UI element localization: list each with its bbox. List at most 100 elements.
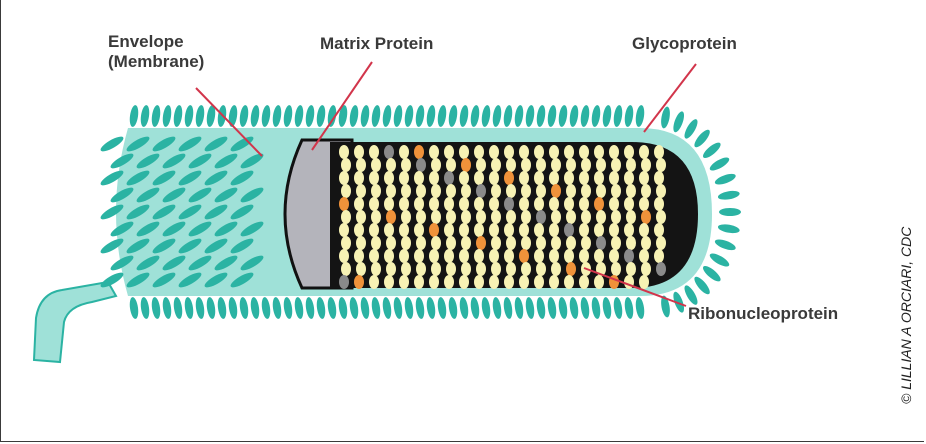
glycoprotein-spike — [701, 140, 723, 160]
glycoprotein-spike — [719, 208, 741, 216]
nucleoprotein-unit — [459, 197, 469, 211]
nucleoprotein-unit — [446, 236, 456, 250]
nucleoprotein-unit — [626, 158, 636, 172]
glycoprotein-spike — [558, 297, 569, 320]
nucleoprotein-unit — [596, 210, 606, 224]
nucleoprotein-unit — [594, 249, 604, 263]
nucleoprotein-unit — [641, 184, 651, 198]
nucleoprotein-unit — [384, 275, 394, 289]
nucleoprotein-unit — [386, 236, 396, 250]
nucleoprotein-unit — [639, 171, 649, 185]
nucleoprotein-unit — [506, 184, 516, 198]
nucleoprotein-unit — [639, 197, 649, 211]
nucleoprotein-unit — [414, 197, 424, 211]
ribonucleoprotein-label: Ribonucleoprotein — [688, 304, 838, 324]
nucleoprotein-unit — [504, 223, 514, 237]
nucleoprotein-unit — [459, 171, 469, 185]
glycoprotein-spike — [692, 275, 712, 297]
glycoprotein-spike — [514, 105, 525, 128]
nucleoprotein-unit — [624, 249, 634, 263]
nucleoprotein-unit — [504, 275, 514, 289]
nucleoprotein-unit — [401, 236, 411, 250]
nucleoprotein-unit — [401, 184, 411, 198]
nucleoprotein-unit — [536, 262, 546, 276]
glycoprotein-spike — [140, 297, 151, 320]
nucleoprotein-unit — [639, 275, 649, 289]
nucleoprotein-unit — [551, 236, 561, 250]
glycoprotein-spike — [195, 105, 206, 128]
nucleoprotein-unit — [564, 197, 574, 211]
nucleoprotein-unit — [461, 262, 471, 276]
nucleoprotein-unit — [654, 197, 664, 211]
nucleoprotein-unit — [474, 171, 484, 185]
nucleoprotein-unit — [534, 171, 544, 185]
nucleoprotein-unit — [399, 223, 409, 237]
nucleoprotein-unit — [444, 171, 454, 185]
glycoprotein-spike — [470, 297, 481, 320]
nucleoprotein-unit — [504, 197, 514, 211]
glycoprotein-spike — [547, 297, 558, 320]
nucleoprotein-unit — [534, 249, 544, 263]
glycoprotein-spike — [393, 297, 404, 320]
nucleoprotein-unit — [461, 210, 471, 224]
nucleoprotein-unit — [504, 249, 514, 263]
nucleoprotein-unit — [596, 184, 606, 198]
nucleoprotein-unit — [444, 223, 454, 237]
glycoprotein-spike — [714, 237, 737, 252]
nucleoprotein-unit — [564, 249, 574, 263]
nucleoprotein-unit — [399, 249, 409, 263]
image-credit: © LILLIAN A ORCIARI, CDC — [898, 227, 914, 404]
nucleoprotein-unit — [639, 223, 649, 237]
nucleoprotein-unit — [611, 236, 621, 250]
glycoprotein-spike — [184, 297, 195, 320]
nucleoprotein-unit — [371, 184, 381, 198]
nucleoprotein-unit — [369, 275, 379, 289]
glycoprotein-spike — [714, 172, 737, 187]
nucleoprotein-unit — [611, 184, 621, 198]
glycoprotein-spike — [459, 105, 470, 128]
nucleoprotein-unit — [566, 158, 576, 172]
nucleoprotein-unit — [549, 171, 559, 185]
nucleoprotein-unit — [579, 145, 589, 159]
glycoprotein-spike — [580, 105, 591, 128]
nucleoprotein-unit — [386, 210, 396, 224]
glycoprotein-spike — [272, 105, 283, 128]
nucleoprotein-unit — [609, 249, 619, 263]
nucleoprotein-unit — [579, 275, 589, 289]
nucleoprotein-unit — [641, 210, 651, 224]
nucleoprotein-unit — [356, 158, 366, 172]
glycoprotein-spike — [294, 105, 305, 128]
glycoprotein-spike — [316, 105, 327, 128]
glycoprotein-spike — [569, 105, 580, 128]
nucleoprotein-unit — [624, 145, 634, 159]
nucleoprotein-unit — [491, 262, 501, 276]
nucleoprotein-unit — [609, 197, 619, 211]
nucleoprotein-unit — [339, 249, 349, 263]
nucleoprotein-unit — [414, 275, 424, 289]
nucleoprotein-unit — [536, 236, 546, 250]
nucleoprotein-unit — [461, 184, 471, 198]
nucleoprotein-unit — [654, 145, 664, 159]
glycoprotein-spike — [338, 297, 349, 320]
nucleoprotein-unit — [416, 210, 426, 224]
glycoprotein-spike — [195, 297, 206, 320]
glycoprotein-spike — [382, 105, 393, 128]
nucleoprotein-unit — [564, 275, 574, 289]
glycoprotein-spike — [481, 105, 492, 128]
nucleoprotein-unit — [339, 223, 349, 237]
glycoprotein-spike — [708, 155, 731, 173]
nucleoprotein-unit — [611, 262, 621, 276]
nucleoprotein-unit — [459, 145, 469, 159]
nucleoprotein-unit — [414, 171, 424, 185]
glycoprotein-spike — [492, 105, 503, 128]
nucleoprotein-unit — [416, 184, 426, 198]
glycoprotein-spike — [558, 105, 569, 128]
nucleoprotein-unit — [519, 223, 529, 237]
nucleoprotein-unit — [341, 210, 351, 224]
nucleoprotein-unit — [446, 158, 456, 172]
nucleoprotein-unit — [624, 171, 634, 185]
nucleoprotein-unit — [596, 236, 606, 250]
nucleoprotein-unit — [579, 223, 589, 237]
glycoprotein-spike — [635, 105, 646, 128]
nucleoprotein-unit — [401, 158, 411, 172]
